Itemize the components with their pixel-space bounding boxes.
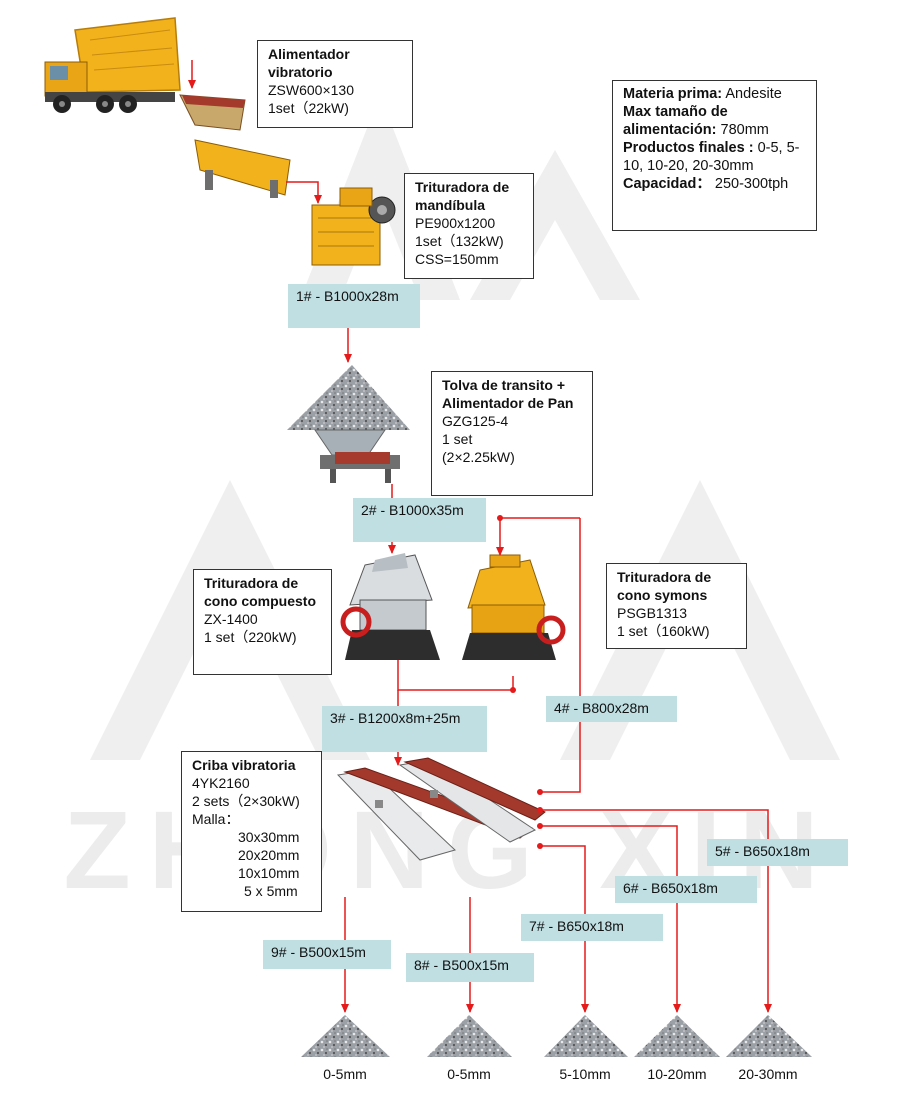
jaw-crusher-name: Trituradora de mandíbula: [415, 179, 510, 213]
symons-cone-box: Trituradora de cono symons PSGB1313 1 se…: [606, 563, 747, 649]
compound-cone-name: Trituradora de cono compuesto: [204, 575, 317, 609]
raw-capacity-key: Capacidad：: [623, 176, 711, 192]
jaw-crusher-icon: [311, 187, 396, 266]
feeder-spec: 1set（22kW): [268, 100, 349, 116]
compound-cone-crusher-icon: [340, 553, 440, 660]
symons-cone-spec: 1 set（160kW): [617, 623, 710, 639]
flow-lines: [188, 60, 772, 1013]
raw-products-value: 0-5, 5-10, 10-20, 20-30mm: [623, 140, 800, 174]
stockpile-icon: [287, 365, 410, 483]
symons-cone-crusher-icon: [462, 554, 566, 660]
vibrating-screen-icon: [336, 757, 546, 861]
vibrating-feeder-icon: [179, 94, 291, 198]
hopper-power: (2×2.25kW): [442, 449, 515, 465]
symons-cone-model: PSGB1313: [617, 605, 688, 621]
raw-feed-value: 780mm: [720, 122, 769, 138]
product-label-3: 5-10mm: [559, 1066, 611, 1082]
feeder-box: Alimentador vibratorio ZSW600×130 1set（2…: [257, 40, 413, 128]
screen-mesh-label: Malla：: [192, 811, 240, 827]
jaw-crusher-box: Trituradora de mandíbula PE900x1200 1set…: [404, 173, 534, 279]
raw-capacity-value: 250-300tph: [714, 176, 789, 192]
product-label-5: 20-30mm: [738, 1066, 798, 1082]
belt-label-9: 9# - B500x15m: [263, 940, 391, 969]
product-piles: [301, 1015, 812, 1057]
symons-cone-name: Trituradora de cono symons: [617, 569, 712, 603]
screen-mesh-1: 30x30mm: [238, 829, 300, 845]
product-label-2: 0-5mm: [447, 1066, 491, 1082]
belt-label-1: 1# - B1000x28m: [288, 284, 420, 328]
belt-label-2: 2# - B1000x35m: [353, 498, 486, 542]
compound-cone-spec: 1 set（220kW): [204, 629, 297, 645]
product-label-1: 0-5mm: [323, 1066, 367, 1082]
raw-material-value: Andesite: [725, 86, 782, 102]
raw-material: Materia prima: Andesite: [623, 85, 807, 103]
feeder-name: Alimentador vibratorio: [268, 46, 350, 80]
screen-model: 4YK2160: [192, 775, 250, 791]
screen-mesh-3: 10x10mm: [238, 865, 300, 881]
screen-spec: 2 sets（2×30kW): [192, 793, 300, 809]
screen-name: Criba vibratoria: [192, 757, 296, 773]
raw-material-box: Materia prima: Andesite Max tamaño de al…: [612, 80, 817, 231]
raw-feed-key: Max tamaño de alimentación:: [623, 104, 728, 138]
belt-label-8: 8# - B500x15m: [406, 953, 534, 982]
hopper-spec: 1 set: [442, 431, 473, 447]
belt-label-5: 5# - B650x18m: [707, 839, 848, 866]
belt-label-4: 4# - B800x28m: [546, 696, 677, 722]
raw-products-key: Productos finales :: [623, 140, 754, 156]
screen-box: Criba vibratoria 4YK2160 2 sets（2×30kW) …: [181, 751, 322, 912]
hopper-name: Tolva de transito + Alimentador de Pan: [442, 377, 574, 411]
hopper-box: Tolva de transito + Alimentador de Pan G…: [431, 371, 593, 496]
belt-label-7: 7# - B650x18m: [521, 914, 663, 941]
jaw-crusher-spec: 1set（132kW): [415, 233, 504, 249]
jaw-crusher-model: PE900x1200: [415, 215, 496, 231]
belt-label-6: 6# - B650x18m: [615, 876, 757, 903]
feeder-model: ZSW600×130: [268, 82, 354, 98]
compound-cone-box: Trituradora de cono compuesto ZX-1400 1 …: [193, 569, 332, 675]
product-label-4: 10-20mm: [647, 1066, 707, 1082]
hopper-model: GZG125-4: [442, 413, 509, 429]
belt-label-3: 3# - B1200x8m+25m: [322, 706, 487, 752]
screen-mesh-2: 20x20mm: [238, 847, 300, 863]
jaw-crusher-css: CSS=150mm: [415, 251, 499, 267]
compound-cone-model: ZX-1400: [204, 611, 258, 627]
raw-products: Productos finales : 0-5, 5-10, 10-20, 20…: [623, 139, 807, 175]
raw-feed-size: Max tamaño de alimentación: 780mm: [623, 103, 807, 139]
raw-material-key: Materia prima:: [623, 86, 723, 102]
screen-mesh-4: 5 x 5mm: [244, 883, 298, 899]
dump-truck-icon: [44, 17, 181, 113]
raw-capacity: Capacidad： 250-300tph: [623, 175, 807, 193]
